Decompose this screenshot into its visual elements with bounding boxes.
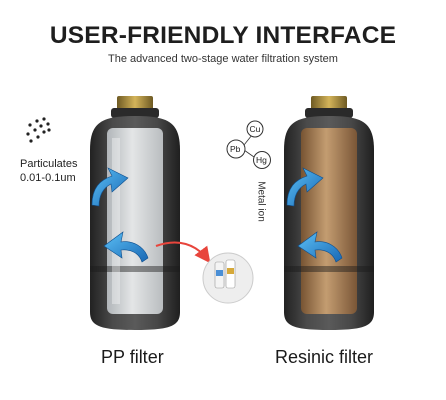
metal-cu-label: Cu xyxy=(250,124,261,134)
page-subtitle: The advanced two-stage water filtration … xyxy=(108,53,338,65)
pp-filter-cartridge-icon xyxy=(90,96,180,330)
detail-callout xyxy=(155,241,254,304)
resinic-filter-cartridge-icon xyxy=(284,96,374,330)
page-title: USER-FRIENDLY INTERFACE xyxy=(49,22,397,49)
metal-ion-icon: Cu Pb Hg xyxy=(226,120,271,169)
particulates-label: Particulates 0.01-0.1um xyxy=(20,157,77,185)
flow-arrow-icon xyxy=(91,167,343,263)
metal-ion-label: Metal ion xyxy=(255,181,267,222)
particles-icon xyxy=(26,117,51,143)
resinic-filter-label: Resinic filter xyxy=(275,347,374,367)
metal-hg-label: Hg xyxy=(256,155,267,165)
metal-pb-label: Pb xyxy=(230,144,241,154)
particulates-size: 0.01-0.1um xyxy=(20,172,76,184)
pp-filter-label: PP filter xyxy=(101,347,164,367)
particulates-title: Particulates xyxy=(20,158,78,170)
